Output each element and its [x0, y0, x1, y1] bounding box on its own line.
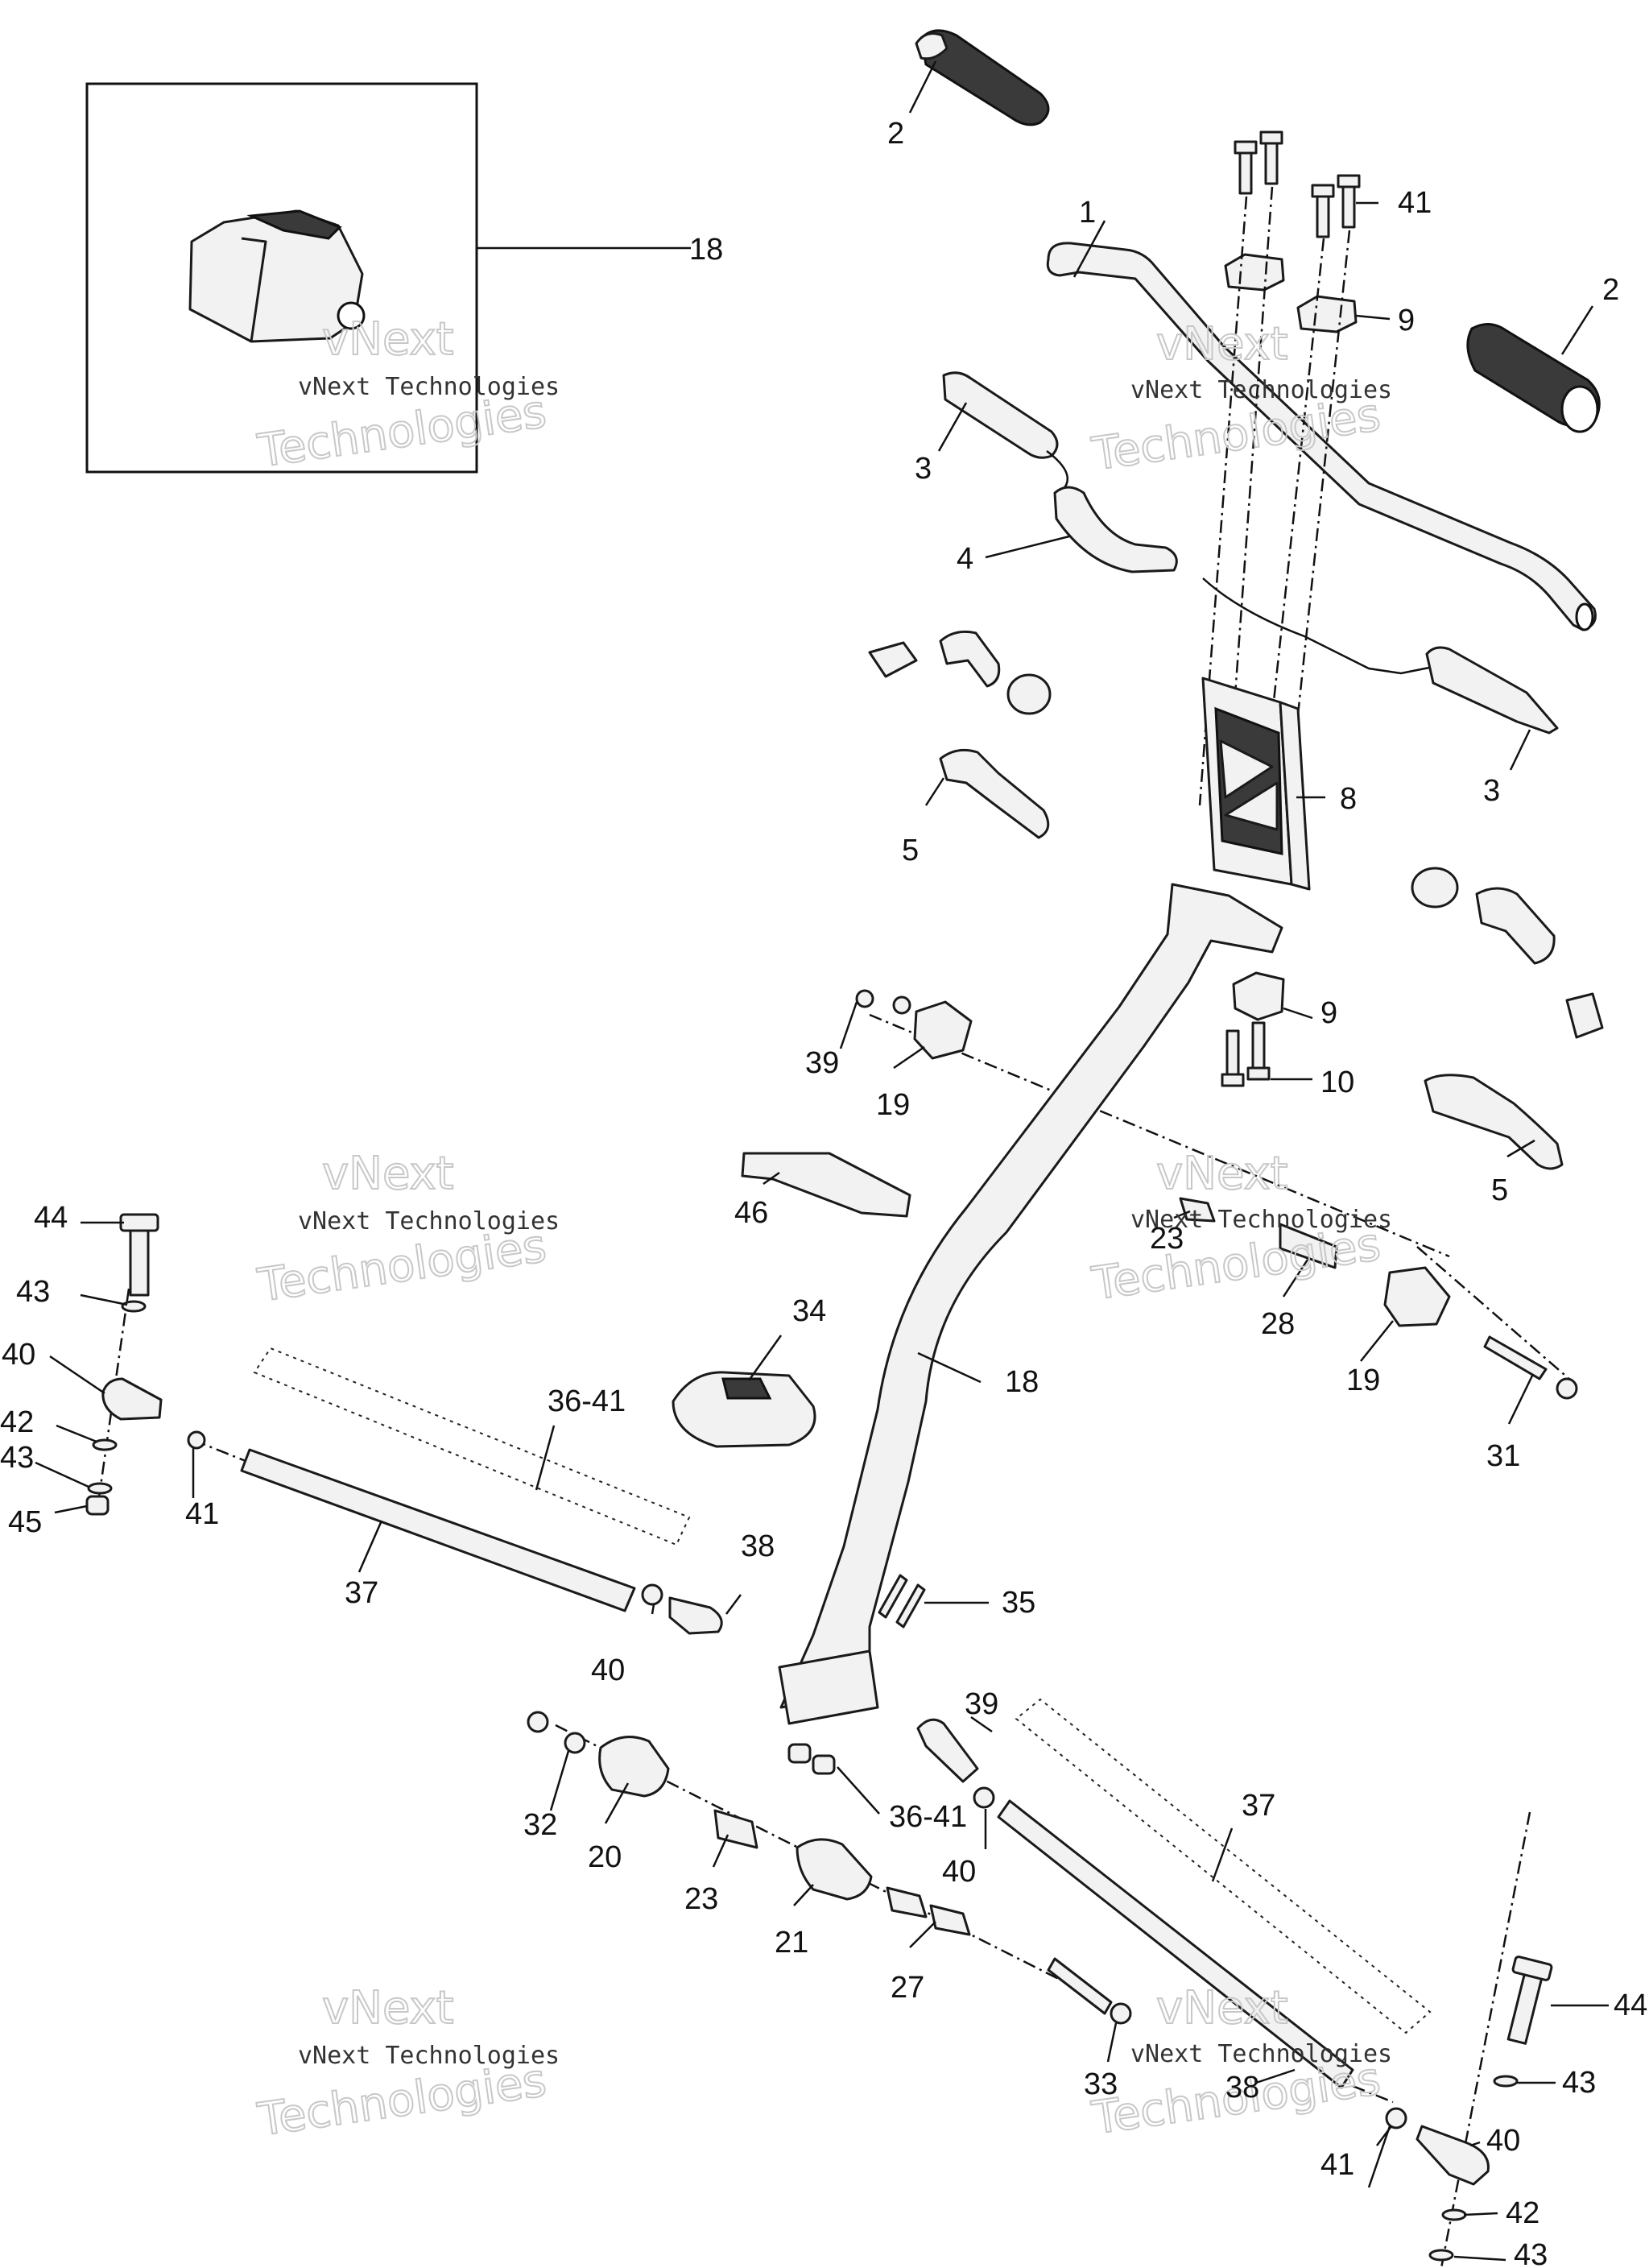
callout-label: 44 [34, 1201, 68, 1235]
callout-label: 41 [1398, 186, 1432, 220]
callout-label: 43 [0, 1441, 34, 1475]
callout-label: 9 [1320, 996, 1337, 1030]
callout-label: 40 [1486, 2124, 1520, 2158]
watermark-6: vNext vNext Technologies Technologies [1088, 1981, 1392, 2146]
callout-label: 19 [876, 1088, 910, 1122]
callout-label: 5 [902, 834, 919, 867]
callout-label: 39 [965, 1687, 998, 1721]
callout-label: 36-41 [889, 1800, 967, 1834]
callout-label: 34 [792, 1294, 826, 1328]
callout-label: 8 [1340, 782, 1357, 816]
ball-joint-right [1415, 1956, 1553, 2262]
callout-label: 23 [1150, 1222, 1184, 1256]
callout-label: 41 [185, 1497, 219, 1531]
callout-label: 42 [0, 1405, 34, 1439]
callout-label: 43 [1514, 2238, 1548, 2268]
grip-left [915, 29, 1050, 126]
callout-label: 36-41 [548, 1384, 626, 1418]
callout-label: 3 [915, 452, 932, 486]
fittings-right [1411, 867, 1604, 1170]
grip-right [1466, 323, 1601, 433]
watermark-3: vNext vNext Technologies Technologies [254, 1147, 560, 1313]
callout-label: 9 [1398, 304, 1415, 337]
svg-text:vNext: vNext [1156, 1982, 1288, 2034]
bolts-34 [878, 1574, 926, 1629]
handlebar-pad [188, 209, 366, 343]
throttle-lever-left [942, 371, 1069, 492]
throttle-lever-right [1425, 646, 1559, 735]
callout-label: 32 [523, 1808, 557, 1842]
svg-text:vNext Technologies: vNext Technologies [298, 1207, 560, 1235]
svg-text:vNext: vNext [322, 313, 454, 366]
tie-rod-left [187, 1347, 723, 1635]
callout-label: 39 [805, 1046, 839, 1080]
callout-label: 19 [1346, 1364, 1380, 1397]
cable-sleeve [1053, 486, 1178, 573]
callout-label: 21 [775, 1926, 808, 1960]
callout-labels: 2 1 41 9 2 3 4 3 5 8 9 10 18 5 39 19 46 … [0, 117, 1647, 2268]
callout-label: 5 [1491, 1173, 1508, 1207]
bracket-18-top [855, 989, 973, 1060]
callout-label: 41 [1320, 2148, 1354, 2182]
tie-rod-right [916, 1698, 1432, 2129]
watermark-2: vNext vNext Technologies Technologies [1088, 317, 1392, 482]
callout-label: 42 [1506, 2196, 1539, 2230]
callout-label: 18 [689, 233, 723, 267]
lower-clamp [1221, 971, 1285, 1087]
callout-label: 37 [345, 1576, 378, 1610]
callout-label: 44 [1614, 1989, 1647, 2022]
svg-text:vNext: vNext [322, 1148, 454, 1200]
inset-box [85, 82, 691, 474]
svg-text:vNext: vNext [322, 1982, 454, 2034]
callout-label: 45 [8, 1505, 42, 1539]
svg-text:vNext: vNext [1156, 318, 1288, 370]
svg-text:vNext Technologies: vNext Technologies [1130, 2040, 1392, 2068]
leader-lines [35, 60, 1609, 2262]
callout-label: 31 [1486, 1439, 1520, 1473]
callout-label: 10 [1320, 1066, 1354, 1099]
callout-label: 40 [591, 1653, 625, 1687]
callout-label: 23 [684, 1882, 718, 1916]
callout-label: 4 [957, 542, 973, 576]
nuts-35 [787, 1743, 836, 1775]
steering-column [778, 883, 1283, 1725]
callout-label: 40 [2, 1338, 35, 1372]
cover-33 [672, 1371, 816, 1448]
bolt-27 [1483, 1335, 1578, 1400]
callout-label: 3 [1483, 774, 1500, 808]
bolts-top [1234, 130, 1361, 238]
callout-label: 33 [1084, 2067, 1118, 2101]
handlebar [1046, 242, 1597, 631]
pad-46 [741, 1152, 911, 1218]
callout-label: 20 [588, 1840, 622, 1874]
callout-label: 46 [734, 1196, 768, 1230]
svg-text:vNext Technologies: vNext Technologies [298, 2042, 560, 2070]
callout-label: 38 [741, 1529, 775, 1563]
callout-label: 18 [1005, 1365, 1039, 1399]
watermark-5: vNext vNext Technologies Technologies [254, 1981, 560, 2147]
svg-text:vNext Technologies: vNext Technologies [298, 373, 560, 401]
callout-label: 40 [942, 1855, 976, 1889]
svg-text:vNext: vNext [1156, 1148, 1288, 1200]
ball-joint-left [85, 1213, 163, 1516]
svg-text:vNext Technologies: vNext Technologies [1130, 1206, 1392, 1234]
watermark-4: vNext vNext Technologies Technologies [1088, 1147, 1392, 1311]
callout-label: 43 [1562, 2066, 1596, 2100]
riser [1201, 677, 1311, 891]
svg-text:vNext Technologies: vNext Technologies [1130, 376, 1392, 404]
callout-label: 2 [1602, 273, 1619, 307]
callout-label: 43 [16, 1275, 50, 1309]
callout-label: 1 [1079, 196, 1096, 230]
callout-label: 37 [1242, 1789, 1275, 1823]
cable [1202, 577, 1450, 675]
callout-label: 38 [1225, 2071, 1259, 2105]
fittings-left [868, 630, 1052, 715]
callout-label: 2 [887, 117, 904, 151]
callout-label: 35 [1002, 1586, 1035, 1620]
callout-label: 27 [891, 1971, 924, 2005]
elbow-5-left [939, 748, 1050, 839]
callout-label: 28 [1261, 1307, 1295, 1341]
